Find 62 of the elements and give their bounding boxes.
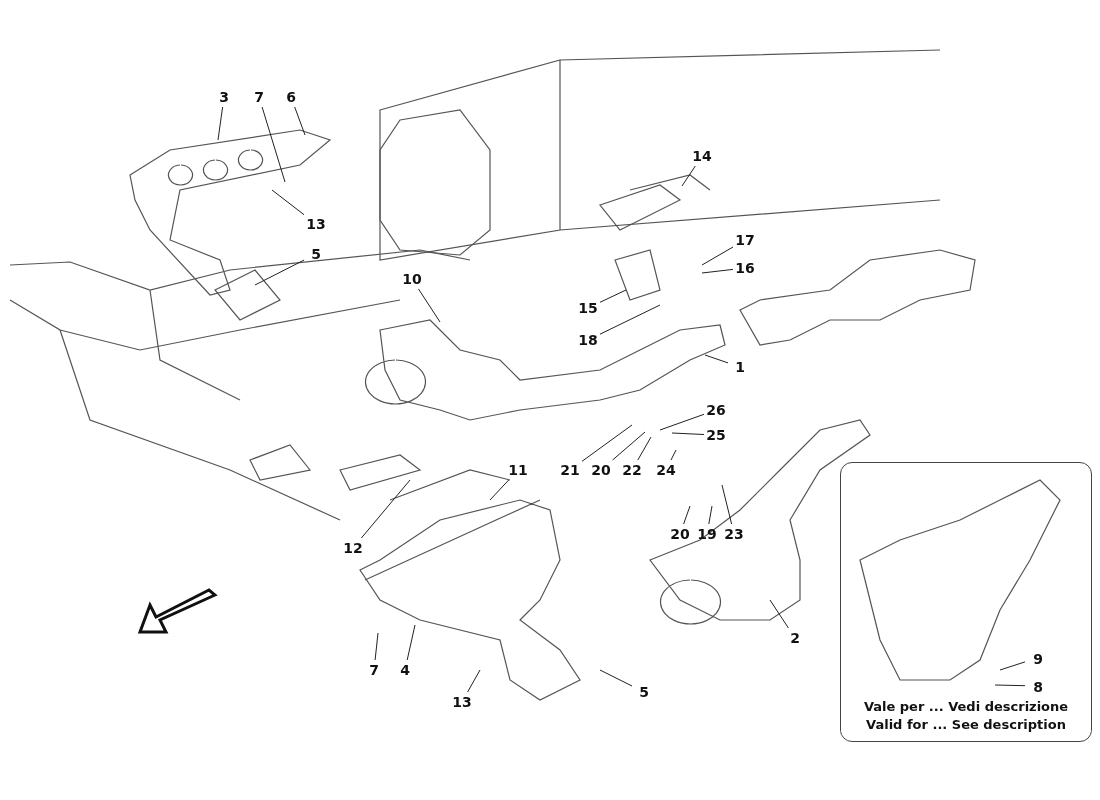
callout-number: 5 — [304, 244, 328, 264]
leader-line — [374, 632, 379, 661]
leader-line — [701, 268, 734, 274]
leader-line — [701, 246, 734, 266]
callout-number: 12 — [341, 538, 365, 558]
leader-line — [994, 684, 1026, 687]
leader-line — [418, 288, 441, 323]
leader-line — [271, 189, 305, 216]
callout-number: 8 — [1026, 677, 1050, 697]
callout-number: 22 — [620, 460, 644, 480]
inset-frame — [840, 462, 1092, 742]
leader-line — [599, 304, 661, 335]
leader-line — [769, 599, 789, 629]
callout-number: 24 — [654, 460, 678, 480]
leader-line — [637, 436, 652, 461]
leader-line — [360, 479, 411, 539]
callout-number: 5 — [632, 682, 656, 702]
callout-number: 15 — [576, 298, 600, 318]
callout-number: 7 — [247, 87, 271, 107]
leader-line — [671, 432, 705, 435]
leader-line — [294, 106, 306, 136]
leader-line — [489, 479, 510, 501]
callout-number: 2 — [783, 628, 807, 648]
leader-line — [599, 669, 633, 687]
callout-number: 10 — [400, 269, 424, 289]
callout-number: 11 — [506, 460, 530, 480]
callout-number: 21 — [558, 460, 582, 480]
leader-line — [999, 661, 1026, 671]
callout-number: 6 — [279, 87, 303, 107]
leader-line — [599, 289, 627, 303]
leader-line — [704, 354, 729, 364]
callout-number: 17 — [733, 230, 757, 250]
callout-number: 13 — [450, 692, 474, 712]
callout-number: 16 — [733, 258, 757, 278]
callout-number: 23 — [722, 524, 746, 544]
callout-number: 9 — [1026, 649, 1050, 669]
inset-note: Valid for ... See description — [841, 717, 1091, 732]
leader-line — [683, 505, 691, 525]
leader-line — [254, 259, 305, 286]
leader-line — [659, 413, 705, 431]
callout-number: 26 — [704, 400, 728, 420]
callout-number: 18 — [576, 330, 600, 350]
leader-line — [467, 669, 481, 693]
callout-number: 3 — [212, 87, 236, 107]
leader-line — [681, 165, 696, 187]
leader-line — [721, 484, 733, 525]
callout-number: 7 — [362, 660, 386, 680]
leader-line — [670, 449, 677, 461]
leader-line — [708, 505, 713, 525]
callout-number: 4 — [393, 660, 417, 680]
inset-note: Vale per ... Vedi descrizione — [862, 699, 1070, 714]
callout-number: 14 — [690, 146, 714, 166]
leader-line — [261, 106, 286, 183]
leader-line — [217, 106, 224, 141]
leader-line — [406, 624, 416, 661]
callout-number: 13 — [304, 214, 328, 234]
leader-line — [581, 424, 633, 462]
callout-number: 1 — [728, 357, 752, 377]
callout-number: 20 — [589, 460, 613, 480]
callout-number: 20 — [668, 524, 692, 544]
leader-line — [612, 431, 646, 461]
callout-number: 25 — [704, 425, 728, 445]
